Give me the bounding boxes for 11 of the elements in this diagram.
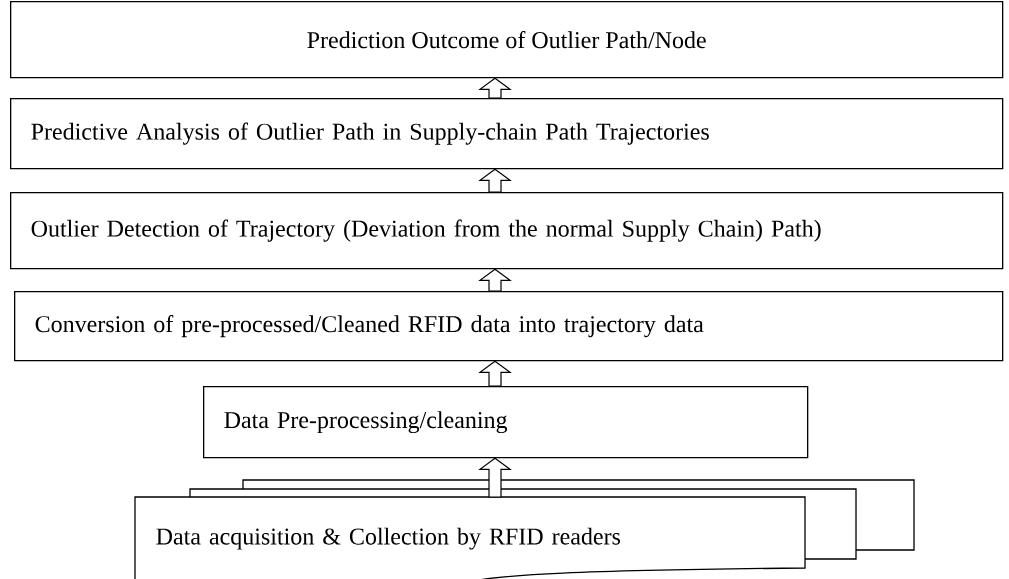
block-arrow (478, 168, 512, 193)
process-box: Outlier Detection of Trajectory (Deviation from the normal Supply Chain) Path) (10, 192, 1004, 270)
block-arrow (478, 457, 512, 498)
process-box: Conversion of pre-processed/Cleaned RFID data into trajectory data (14, 291, 1004, 362)
document-stack: Data acquisition & Collection by RFID readers (134, 479, 915, 579)
block-arrow (478, 77, 512, 99)
process-box: Data Pre-processing/cleaning (203, 386, 809, 459)
process-box: Predictive Analysis of Outlier Path in Supply-chain Path Trajectories (10, 98, 1004, 170)
block-arrow (478, 268, 512, 292)
block-arrow (478, 360, 512, 387)
outcome-box: Prediction Outcome of Outlier Path/Node (10, 1, 1004, 79)
